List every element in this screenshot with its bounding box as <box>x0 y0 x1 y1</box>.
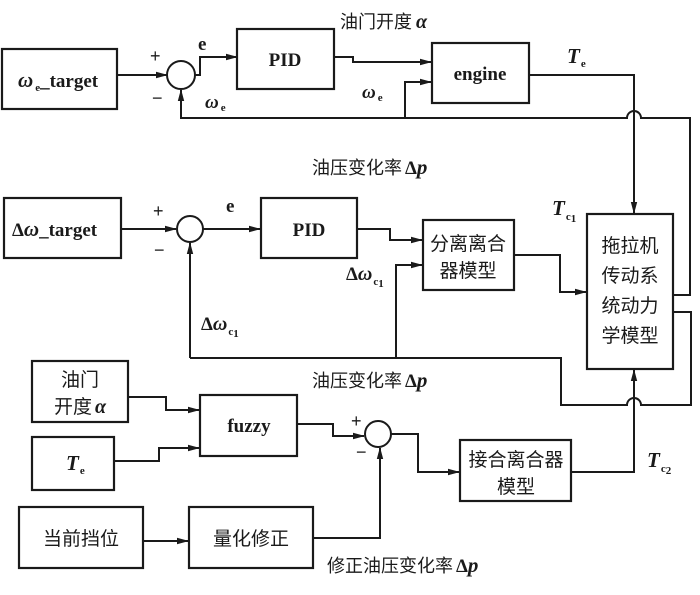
minus-sign-bottom: − <box>356 442 367 462</box>
wire-we-to-engine <box>404 78 432 118</box>
dw-target-omega: ω <box>24 217 39 241</box>
engine-block: engine <box>430 41 531 105</box>
wire-pid-to-separation <box>357 228 423 244</box>
pid-top-label: PID <box>269 50 302 71</box>
tc2-label: Tc2 <box>647 448 672 477</box>
summing-junction-mid <box>176 215 204 243</box>
separation-clutch-block: 分离离合 器模型 <box>421 218 516 292</box>
te-input-label: Te <box>66 451 85 477</box>
wire-fuzzy-to-sum <box>297 423 365 440</box>
wire-te-to-tractor <box>529 74 638 214</box>
e-label-top: e <box>198 34 206 55</box>
separation-line2: 器模型 <box>439 260 496 282</box>
engine-label: engine <box>454 64 507 85</box>
dw-target-suffix: _target <box>38 220 98 241</box>
we-target-sub: e <box>35 82 40 94</box>
pid-top-block: PID <box>235 27 336 91</box>
dwc1-label-b: Δωc1 <box>201 313 239 340</box>
dw-target-delta: Δ <box>12 220 24 241</box>
svg-text:Δω_target: Δω_target <box>12 217 98 241</box>
quantize-correct-block: 量化修正 <box>187 505 315 570</box>
plus-sign-bottom: + <box>351 411 362 431</box>
fuzzy-block: fuzzy <box>198 393 299 458</box>
svg-text:ωe_target: ωe_target <box>18 68 99 94</box>
pid-mid-block: PID <box>259 196 359 260</box>
wire-te-to-fuzzy <box>114 444 200 462</box>
engage-line2: 模型 <box>497 476 535 498</box>
wire-sum-to-pid-top <box>195 53 238 76</box>
we-target-suffix: _target <box>39 71 99 92</box>
te-output-label: Te <box>567 44 586 70</box>
minus-sign-mid: − <box>154 240 165 260</box>
wire-tc1-to-tractor <box>514 254 587 296</box>
tractor-line3: 统动力 <box>601 295 658 317</box>
summing-junction-top <box>166 60 196 90</box>
separation-line1: 分离离合 <box>430 233 506 255</box>
wire-quantize-to-sum <box>313 447 384 539</box>
throttle-line1: 油门 <box>61 369 99 391</box>
fuzzy-label: fuzzy <box>227 416 271 437</box>
tractor-line2: 传动系 <box>601 265 658 287</box>
we-target-omega: ω <box>18 68 33 92</box>
wire-we-feedback <box>180 103 691 296</box>
minus-sign-top: − <box>152 88 163 108</box>
wire-tc2-to-tractor <box>571 369 638 473</box>
tractor-model-block: 拖拉机 传动系 统动力 学模型 <box>585 212 675 371</box>
wire-throttle-to-fuzzy <box>128 396 200 414</box>
tc1-label: Tc1 <box>552 196 576 225</box>
wire-pid-to-engine <box>334 56 432 66</box>
pid-mid-label: PID <box>293 220 326 241</box>
engage-clutch-block: 接合离合器 模型 <box>458 438 573 503</box>
quantize-correct-label: 量化修正 <box>213 528 289 550</box>
plus-sign-mid: + <box>153 201 164 221</box>
engage-line1: 接合离合器 <box>468 449 563 471</box>
wire-sum-to-engage <box>391 433 460 476</box>
dwc1-label-a: Δωc1 <box>346 263 384 290</box>
current-gear-block: 当前挡位 <box>17 505 145 570</box>
tractor-line1: 拖拉机 <box>601 235 658 257</box>
tractor-line4: 学模型 <box>601 325 658 347</box>
summing-junction-bottom <box>364 420 392 448</box>
te-input-block: Te <box>30 435 116 492</box>
current-gear-label: 当前挡位 <box>43 528 119 550</box>
e-label-mid: e <box>226 196 234 217</box>
plus-sign-top: + <box>150 46 161 66</box>
wire-dwc1-to-separation <box>395 261 423 358</box>
dw-target-block: Δω_target <box>2 196 123 260</box>
